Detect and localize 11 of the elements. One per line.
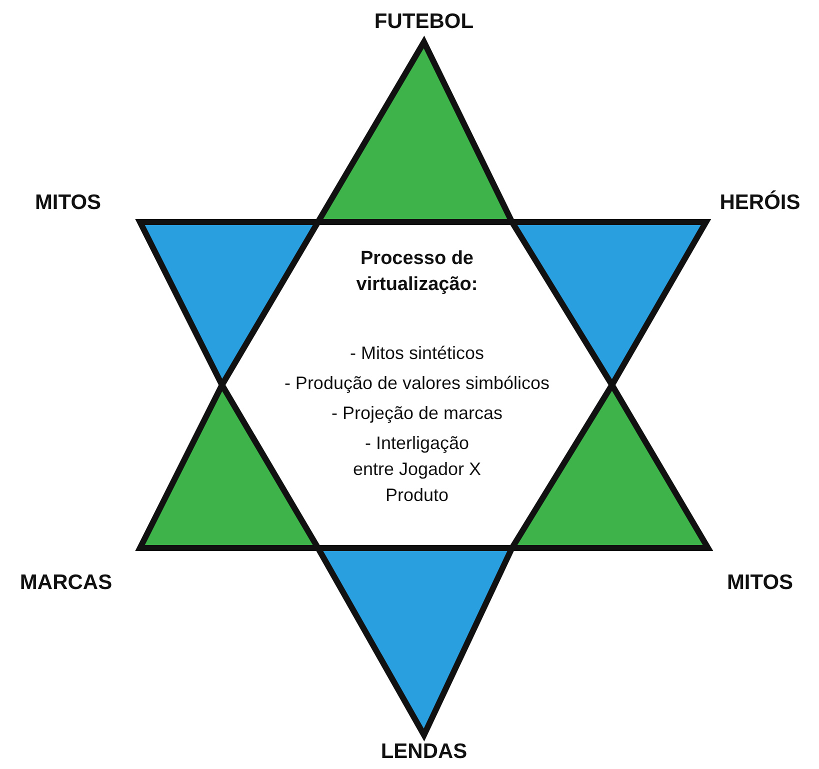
list-item: - Produção de valores simbólicos: [283, 372, 551, 395]
point-label: HERÓIS: [720, 191, 800, 215]
point-label: MARCAS: [20, 571, 112, 595]
point-label: MITOS: [726, 571, 794, 595]
point-label: MITOS: [34, 191, 102, 215]
list-item: - Mitos sintéticos: [348, 342, 486, 365]
list-item: - Interligação entre Jogador X Produto: [352, 432, 482, 507]
point-label: LENDAS: [380, 740, 468, 764]
point-label: FUTEBOL: [374, 10, 474, 34]
list-item: - Projeção de marcas: [330, 402, 504, 425]
heading: Processo de virtualização:: [355, 247, 479, 297]
